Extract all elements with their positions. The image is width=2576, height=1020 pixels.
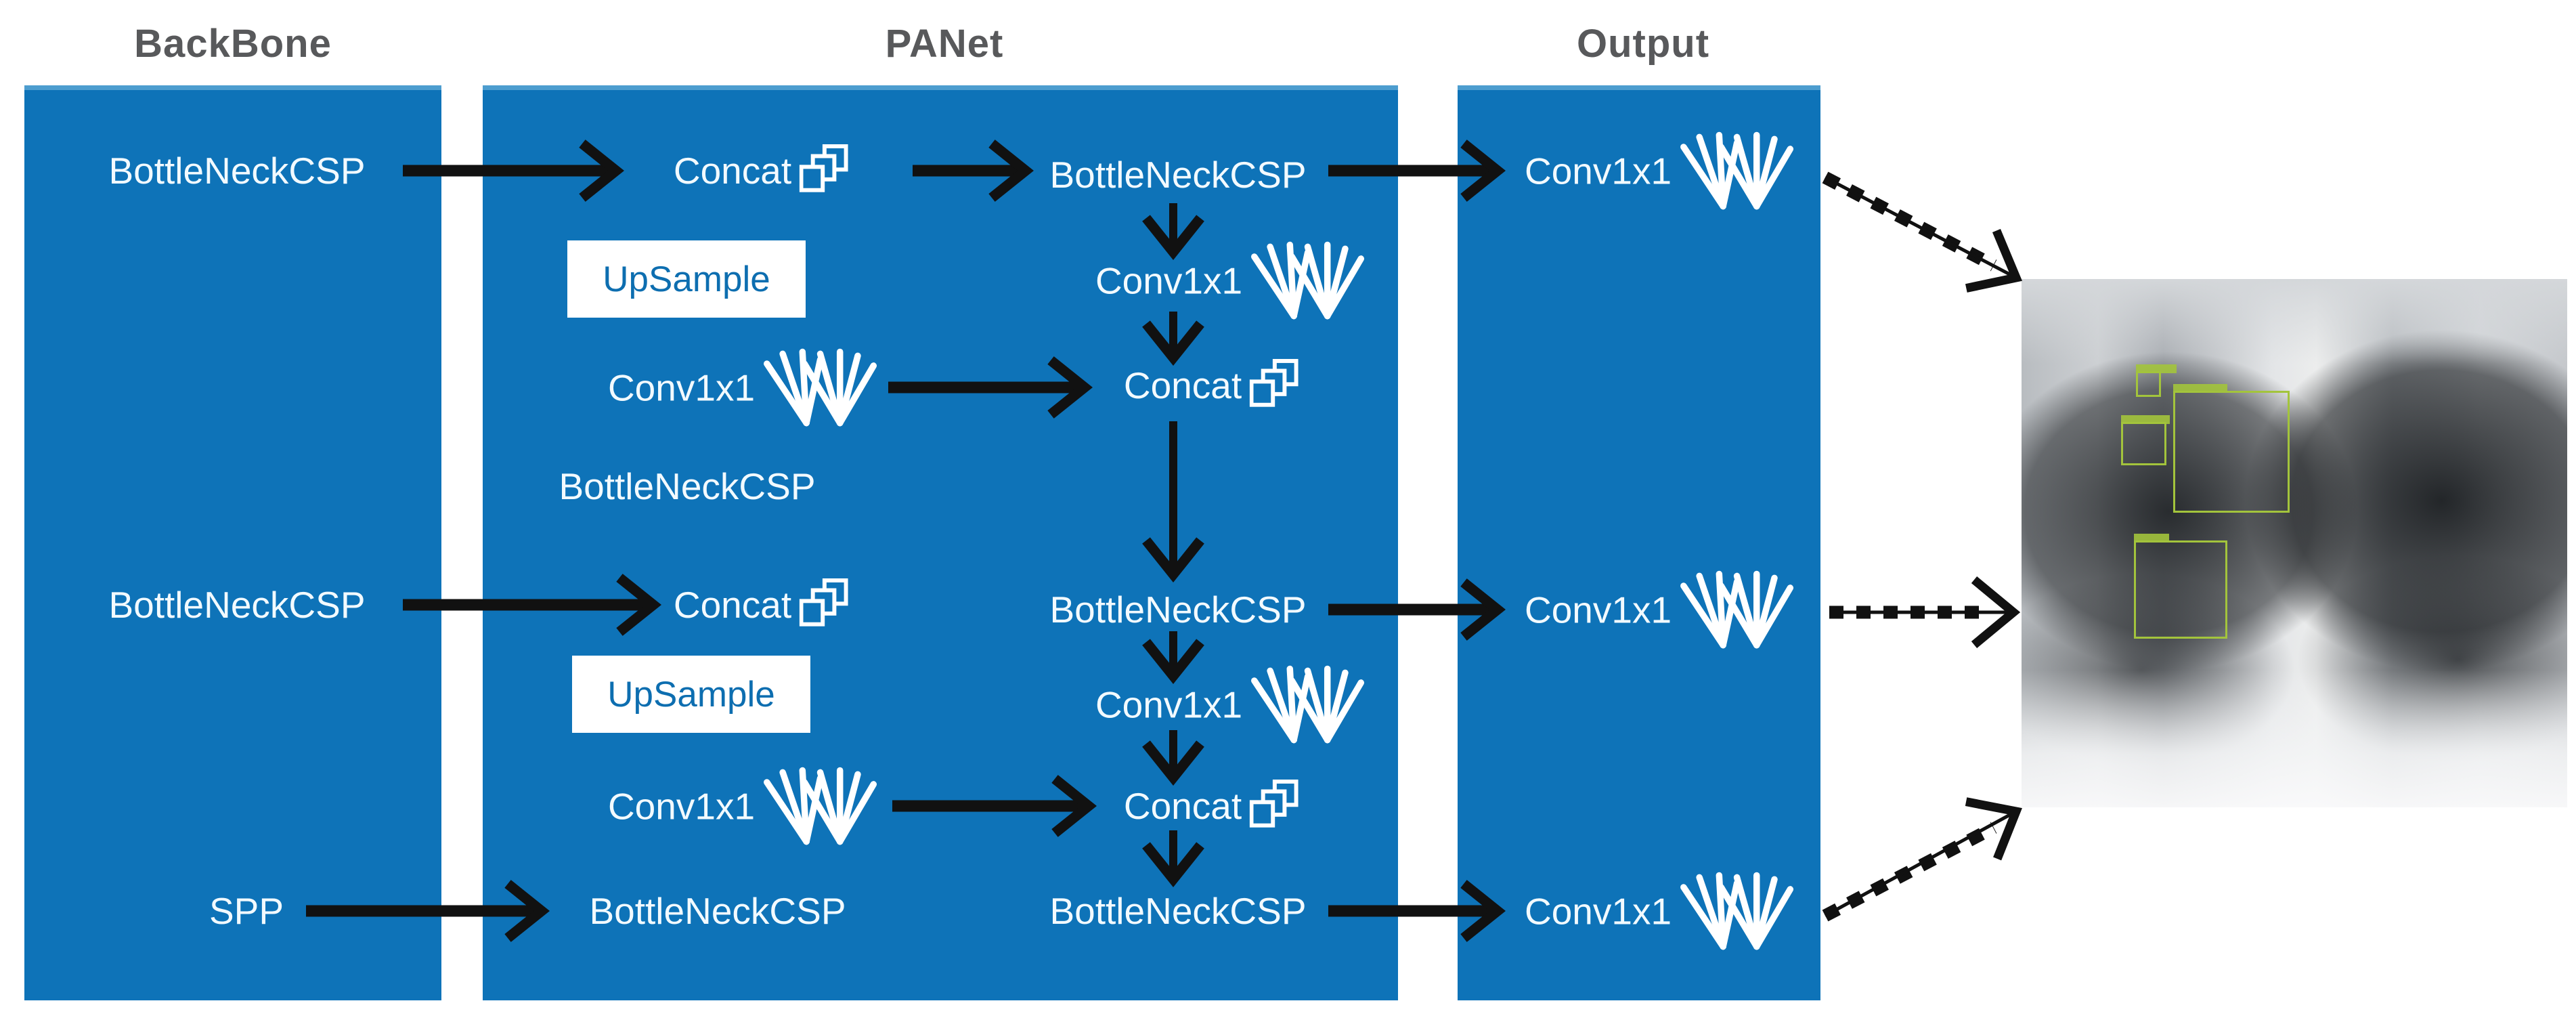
panet-upsample-2: UpSample <box>572 656 810 733</box>
panet-concat-2: Concat <box>674 582 850 628</box>
panet-bottleneckcsp-right-2: BottleNeckCSP <box>1049 588 1306 631</box>
detection-box <box>2121 415 2170 465</box>
node-label: BottleNeckCSP <box>1049 589 1307 631</box>
node-label: Concat <box>673 150 792 192</box>
node-label: Conv1x1 <box>1525 890 1672 932</box>
dotted-arrow-3 <box>1824 797 2022 918</box>
backbone-header: BackBone <box>134 21 332 66</box>
detect-fan-icon <box>763 348 881 427</box>
detection-box <box>2173 384 2290 513</box>
detection-box <box>2134 534 2227 639</box>
detect-fan-icon <box>1680 131 1798 211</box>
output-conv1x1-2: Conv1x1 <box>1525 570 1798 650</box>
output-conv1x1-3: Conv1x1 <box>1525 872 1798 951</box>
backbone-bottleneckcsp-1: BottleNeckCSP <box>108 149 365 192</box>
output-header: Output <box>1576 21 1710 66</box>
node-label: BottleNeckCSP <box>559 465 816 507</box>
backbone-spp: SPP <box>209 889 284 933</box>
panet-conv1x1-right-2: Conv1x1 <box>1095 665 1369 744</box>
dotted-arrow-1-dashes <box>1822 171 1997 272</box>
node-label: Conv1x1 <box>1525 150 1672 192</box>
node-label: Concat <box>1123 364 1242 406</box>
node-label: Conv1x1 <box>607 785 756 827</box>
panet-bottleneckcsp-right-3: BottleNeckCSP <box>1049 889 1306 933</box>
dotted-arrow-3-dashes <box>1822 822 1997 922</box>
detection-label <box>2134 534 2169 543</box>
concat-layers-icon <box>800 578 850 628</box>
detection-label <box>2173 384 2227 393</box>
detect-fan-icon <box>763 767 881 846</box>
detection-label <box>2136 364 2177 373</box>
xray-image <box>2022 279 2567 807</box>
node-label: BottleNeckCSP <box>108 584 366 626</box>
node-label: Conv1x1 <box>1525 589 1672 631</box>
concat-layers-icon <box>1250 779 1300 829</box>
detect-fan-icon <box>1250 241 1369 320</box>
panet-bottleneckcsp-left: BottleNeckCSP <box>559 465 815 508</box>
panet-conv1x1-right-1: Conv1x1 <box>1095 241 1369 320</box>
output-conv1x1-1: Conv1x1 <box>1525 131 1798 211</box>
backbone-panel <box>24 85 441 1000</box>
node-label: BottleNeckCSP <box>108 150 366 192</box>
backbone-bottleneckcsp-2: BottleNeckCSP <box>108 583 365 626</box>
node-label: Conv1x1 <box>1095 683 1243 725</box>
output-panel <box>1458 85 1820 1000</box>
node-label: UpSample <box>607 674 775 715</box>
detect-fan-icon <box>1250 665 1369 744</box>
concat-layers-icon <box>1250 358 1300 408</box>
node-label: BottleNeckCSP <box>589 890 846 932</box>
panet-bottleneckcsp-bottom-left: BottleNeckCSP <box>589 889 846 933</box>
panet-concat-right-2: Concat <box>1124 783 1300 829</box>
panet-header: PANet <box>885 21 1004 66</box>
concat-layers-icon <box>800 144 850 194</box>
detection-box <box>2136 364 2177 397</box>
panet-conv1x1-left-1: Conv1x1 <box>608 348 881 427</box>
panet-upsample-1: UpSample <box>567 240 806 318</box>
detect-fan-icon <box>1680 570 1798 650</box>
node-label: Conv1x1 <box>1095 259 1243 301</box>
dotted-arrow-1 <box>1824 175 2023 293</box>
node-label: BottleNeckCSP <box>1049 890 1307 932</box>
node-label: BottleNeckCSP <box>1049 154 1307 196</box>
panet-concat-1: Concat <box>674 148 850 194</box>
node-label: Conv1x1 <box>607 366 756 408</box>
node-label: UpSample <box>603 259 770 299</box>
panet-conv1x1-left-2: Conv1x1 <box>608 767 881 846</box>
node-label: SPP <box>209 890 284 932</box>
node-label: Concat <box>673 584 792 626</box>
panet-panel <box>483 85 1398 1000</box>
detection-label <box>2121 415 2170 424</box>
detect-fan-icon <box>1680 872 1798 951</box>
panet-concat-right-1: Concat <box>1124 362 1300 408</box>
node-label: Concat <box>1123 785 1242 827</box>
panet-bottleneckcsp-right-1: BottleNeckCSP <box>1049 153 1306 196</box>
